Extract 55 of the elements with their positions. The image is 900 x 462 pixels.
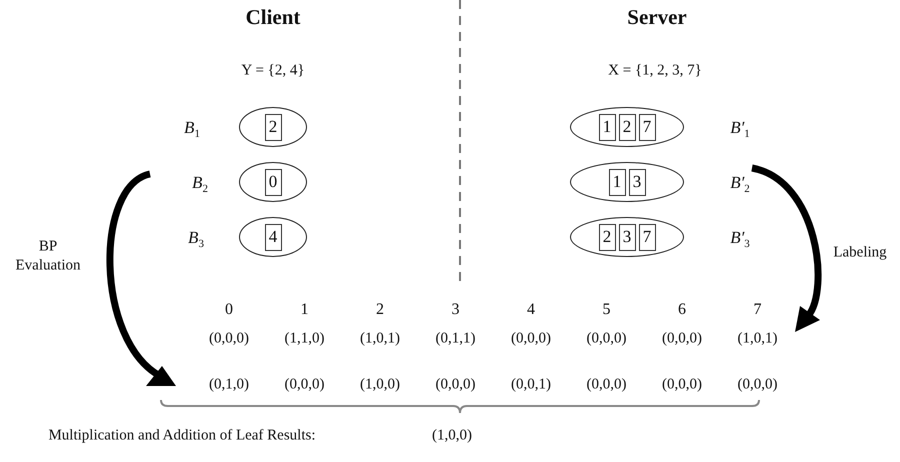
text-label: (0,1,0) [209,376,249,394]
text-label: Labeling [833,244,887,262]
element-box: 3 [628,168,646,196]
text-label: 0 [225,300,233,320]
set-ellipse [239,162,307,202]
set-ellipse [570,162,684,202]
set-ellipse [239,217,307,257]
text-label: (0,1,1) [436,330,476,348]
text-label: X = {1, 2, 3, 7} [608,62,702,80]
text-label: (0,0,0) [511,330,551,348]
bin-label: B$_{2}$ [192,172,208,196]
element-box: 1 [608,168,626,196]
element-box: 4 [264,224,282,250]
text-label: Multiplication and Addition of Leaf Results: [48,426,316,446]
text-label: (0,0,1) [511,376,551,394]
element-box: 1 [598,114,616,140]
set-ellipse [570,217,684,257]
heading: Server [627,4,687,30]
set-ellipse [239,107,307,147]
text-label: (1,1,0) [284,330,324,348]
bin-label: B′$_{1}$ [730,118,750,140]
text-label: Y = {2, 4} [241,62,305,80]
text-label: (0,0,0) [662,330,702,348]
set-ellipse [570,107,684,147]
element-box: 2 [598,224,616,250]
bin-label: B$_{3}$ [188,228,204,250]
bin-label: B′$_{2}$ [730,172,750,196]
element-box: 0 [264,168,282,196]
text-label: (0,0,0) [209,330,249,348]
text-label: 3 [452,300,460,320]
text-label: 7 [754,300,762,320]
text-label: (0,0,0) [586,376,626,394]
text-label: 6 [678,300,686,320]
text-label: 2 [376,300,384,320]
text-label: 4 [527,300,535,320]
element-box: 2 [264,114,282,140]
heading: Client [246,4,300,30]
text-label: BP Evaluation [14,237,82,275]
element-box: 7 [638,114,656,140]
bin-label: B′$_{3}$ [730,228,750,250]
text-label: 1 [300,300,308,320]
element-box: 2 [618,114,636,140]
text-label: (0,0,0) [284,376,324,394]
text-label: (1,0,1) [738,330,778,348]
text-label: 5 [602,300,610,320]
text-label: (1,0,1) [360,330,400,348]
text-label: (0,0,0) [586,330,626,348]
text-label: (0,0,0) [738,376,778,394]
element-box: 3 [618,224,636,250]
text-label: (0,0,0) [662,376,702,394]
element-box: 7 [638,224,656,250]
text-label: (1,0,0) [360,376,400,394]
text-label: (0,0,0) [436,376,476,394]
bin-label: B$_{1}$ [184,118,200,140]
text-label: (1,0,0) [432,426,472,446]
